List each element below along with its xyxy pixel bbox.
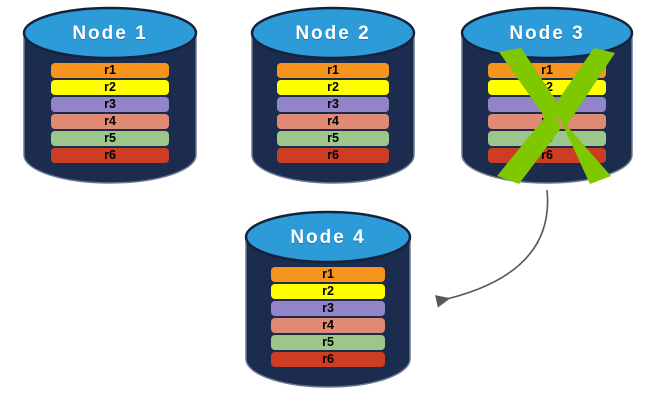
record-row[interactable]: r4 (271, 318, 385, 333)
record-row[interactable]: r5 (277, 131, 389, 146)
record-row[interactable]: r5 (271, 335, 385, 350)
record-row[interactable]: r1 (271, 267, 385, 282)
record-row[interactable]: r6 (51, 148, 169, 163)
record-row[interactable]: r6 (271, 352, 385, 367)
database-node-2[interactable]: Node 2 r1 r2 r3 r4 r5 r6 (248, 6, 418, 188)
record-row[interactable]: r2 (277, 80, 389, 95)
record-list: r1 r2 r3 r4 r5 r6 (248, 63, 418, 163)
database-node-1[interactable]: Node 1 r1 r2 r3 r4 r5 r6 (20, 6, 200, 188)
record-row[interactable]: r2 (51, 80, 169, 95)
record-row[interactable]: r3 (277, 97, 389, 112)
record-row[interactable]: r3 (51, 97, 169, 112)
record-list: r1 r2 r3 r4 r5 r6 (242, 267, 414, 367)
record-row[interactable]: r1 (51, 63, 169, 78)
record-row[interactable]: r5 (51, 131, 169, 146)
record-row[interactable]: r4 (51, 114, 169, 129)
record-list: r1 r2 r3 r4 r5 r6 (20, 63, 200, 163)
record-row[interactable]: r2 (271, 284, 385, 299)
record-row[interactable]: r1 (277, 63, 389, 78)
record-row[interactable]: r3 (271, 301, 385, 316)
record-row[interactable]: r4 (277, 114, 389, 129)
record-row[interactable]: r6 (277, 148, 389, 163)
